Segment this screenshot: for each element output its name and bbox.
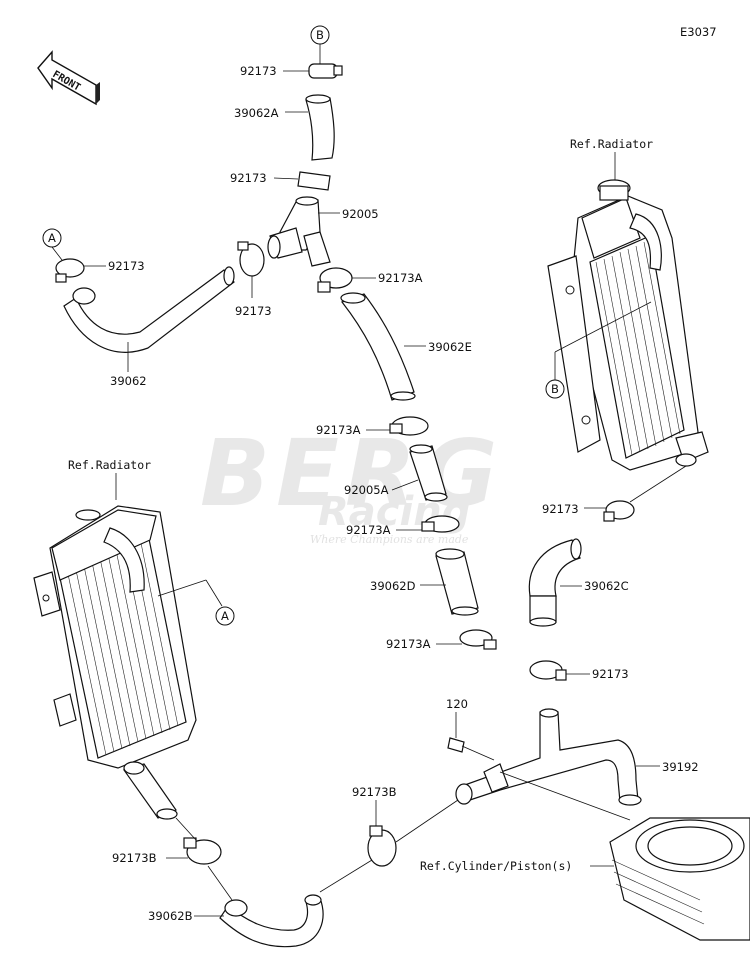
clamp-92173a-bottom: 92173A xyxy=(386,629,497,651)
svg-text:92173A: 92173A xyxy=(316,423,361,437)
clamp-92173a-low: 92173A xyxy=(346,515,460,537)
svg-text:92173B: 92173B xyxy=(112,851,157,865)
svg-text:39062B: 39062B xyxy=(148,909,193,923)
clamp-92173-mid-top: 92173 xyxy=(230,171,331,191)
clamp-92173b-mid: 92173B xyxy=(352,785,459,867)
svg-text:92173A: 92173A xyxy=(378,271,423,285)
clamp-92173-left: 92173 xyxy=(55,258,145,283)
svg-text:120: 120 xyxy=(446,697,468,711)
ref-radiator-right: Ref.Radiator xyxy=(570,137,653,151)
clamp-92173-center: 92173 xyxy=(235,241,272,318)
diagram-code: E3037 xyxy=(680,25,717,39)
right-radiator: Ref.Radiator xyxy=(547,137,709,471)
front-arrow-icon: FRONT xyxy=(37,50,100,106)
svg-text:39062C: 39062C xyxy=(584,579,629,593)
svg-text:92173: 92173 xyxy=(542,502,579,516)
hose-39062e: 39062E xyxy=(340,292,472,401)
clamp-92173-top: 92173 xyxy=(240,63,343,79)
clamp-92173-lower-right: 92173 xyxy=(529,660,629,681)
left-radiator: Ref.Radiator xyxy=(33,458,223,820)
svg-text:92173: 92173 xyxy=(230,171,267,185)
svg-text:92005A: 92005A xyxy=(344,483,389,497)
hose-39062b: 39062B xyxy=(148,859,373,948)
svg-text:92173: 92173 xyxy=(108,259,145,273)
svg-text:39062: 39062 xyxy=(110,374,147,388)
ref-radiator-left: Ref.Radiator xyxy=(68,458,151,472)
svg-text:92173: 92173 xyxy=(592,667,629,681)
marker-a-top: A xyxy=(42,228,63,261)
watermark-brand: BERG xyxy=(200,420,503,527)
clamp-92173b-left: 92173B xyxy=(112,817,222,865)
pipe-39192: 39192 xyxy=(455,708,699,821)
svg-text:B: B xyxy=(551,382,559,396)
svg-text:A: A xyxy=(48,231,56,245)
clamp-92173a-top: 92173A xyxy=(317,267,423,293)
clamp-92173a-mid: 92173A xyxy=(316,416,429,437)
marker-b-radiator: B xyxy=(545,379,565,399)
svg-text:92173A: 92173A xyxy=(346,523,391,537)
svg-text:39062D: 39062D xyxy=(370,579,416,593)
svg-text:92173B: 92173B xyxy=(352,785,397,799)
svg-text:39062E: 39062E xyxy=(428,340,472,354)
svg-text:92005: 92005 xyxy=(342,207,379,221)
clamp-92173-right-radiator: 92173 xyxy=(542,465,687,522)
marker-b-top: B xyxy=(310,25,330,64)
hose-39062a: 39062A xyxy=(234,94,335,161)
fitting-92005a: 92005A xyxy=(344,444,448,502)
svg-text:92173A: 92173A xyxy=(386,637,431,651)
marker-a-radiator: A xyxy=(215,606,235,626)
bolt-120: 120 xyxy=(446,697,495,761)
hose-39062d: 39062D xyxy=(370,548,479,616)
ref-cylinder: Ref.Cylinder/Piston(s) xyxy=(420,859,572,873)
svg-text:39062A: 39062A xyxy=(234,106,279,120)
watermark-tagline: Where Champions are made xyxy=(310,533,469,546)
svg-text:39192: 39192 xyxy=(662,760,699,774)
hose-39062c: 39062C xyxy=(528,538,629,627)
cylinder-block: Ref.Cylinder/Piston(s) xyxy=(420,817,750,941)
svg-text:B: B xyxy=(316,28,324,42)
fitting-92005: 92005 xyxy=(267,196,379,267)
hose-39062: 39062 xyxy=(63,266,235,388)
svg-text:92173: 92173 xyxy=(240,64,277,78)
svg-text:A: A xyxy=(221,609,229,623)
svg-text:92173: 92173 xyxy=(235,304,272,318)
